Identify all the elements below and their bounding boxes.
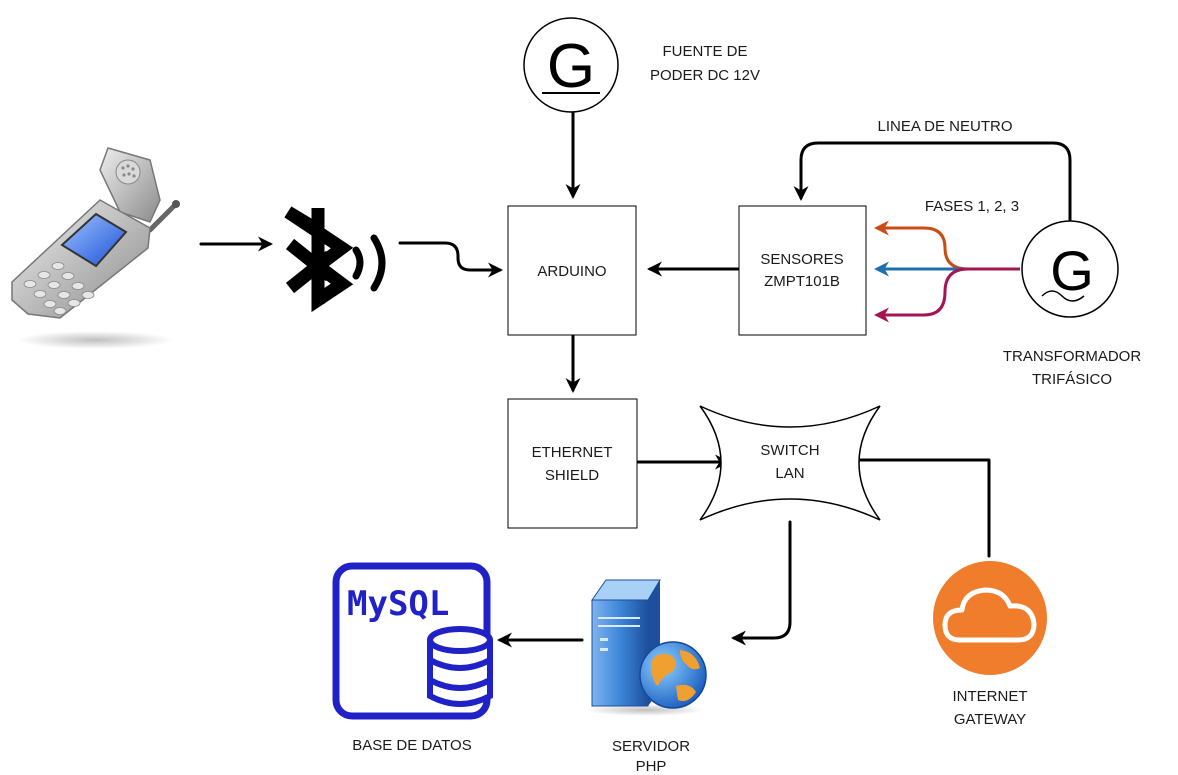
php-server-label-line1: SERVIDOR xyxy=(612,738,690,755)
ethernet-shield-label-line1: ETHERNET xyxy=(532,444,613,461)
internet-gateway-icon xyxy=(933,561,1047,675)
ethernet-shield-box xyxy=(507,398,638,529)
phase-1-wire xyxy=(874,220,1020,271)
power-supply-node: G xyxy=(523,17,619,113)
php-server-icon xyxy=(585,579,707,716)
mysql-database-icon: MySQL xyxy=(332,562,493,720)
internet-gateway-label-line2: GATEWAY xyxy=(954,711,1026,728)
internet-gateway-label-line1: INTERNET xyxy=(953,688,1028,705)
ethernet-shield-label-line2: SHIELD xyxy=(545,467,599,484)
bluetooth-to-arduino-arrow xyxy=(398,241,503,278)
power-supply-symbol: G xyxy=(547,32,595,101)
gateway-to-switch-arrow xyxy=(843,452,991,558)
power-supply-label-line2: PODER DC 12V xyxy=(650,67,760,84)
database-label: BASE DE DATOS xyxy=(352,737,471,754)
mysql-logo-text: MySQL xyxy=(347,584,449,624)
phases-label: FASES 1, 2, 3 xyxy=(925,198,1019,215)
mobile-phone-icon xyxy=(11,147,180,349)
php-server-label-line2: PHP xyxy=(636,758,667,775)
arduino-box xyxy=(507,205,637,336)
neutral-line-arrow xyxy=(793,141,1072,224)
arduino-label: ARDUINO xyxy=(537,263,606,280)
sensors-label-line2: ZMPT101B xyxy=(764,273,840,290)
transformer-node: G xyxy=(1021,220,1119,318)
switch-lan-label-line1: SWITCH xyxy=(760,442,819,459)
neutral-line-label: LINEA DE NEUTRO xyxy=(877,118,1012,135)
sensors-label-line1: SENSORES xyxy=(760,251,843,268)
switch-lan-shape xyxy=(699,405,881,521)
transformer-symbol: G xyxy=(1050,239,1094,302)
phase-3-wire xyxy=(874,267,1020,323)
switch-to-server-arrow xyxy=(731,520,792,646)
sensors-box xyxy=(738,205,867,336)
bluetooth-icon xyxy=(284,206,386,313)
power-supply-label-line1: FUENTE DE xyxy=(662,43,747,60)
switch-lan-label-line2: LAN xyxy=(775,465,804,482)
transformer-label-line2: TRIFÁSICO xyxy=(1032,371,1112,388)
transformer-label-line1: TRANSFORMADOR xyxy=(1003,348,1142,365)
